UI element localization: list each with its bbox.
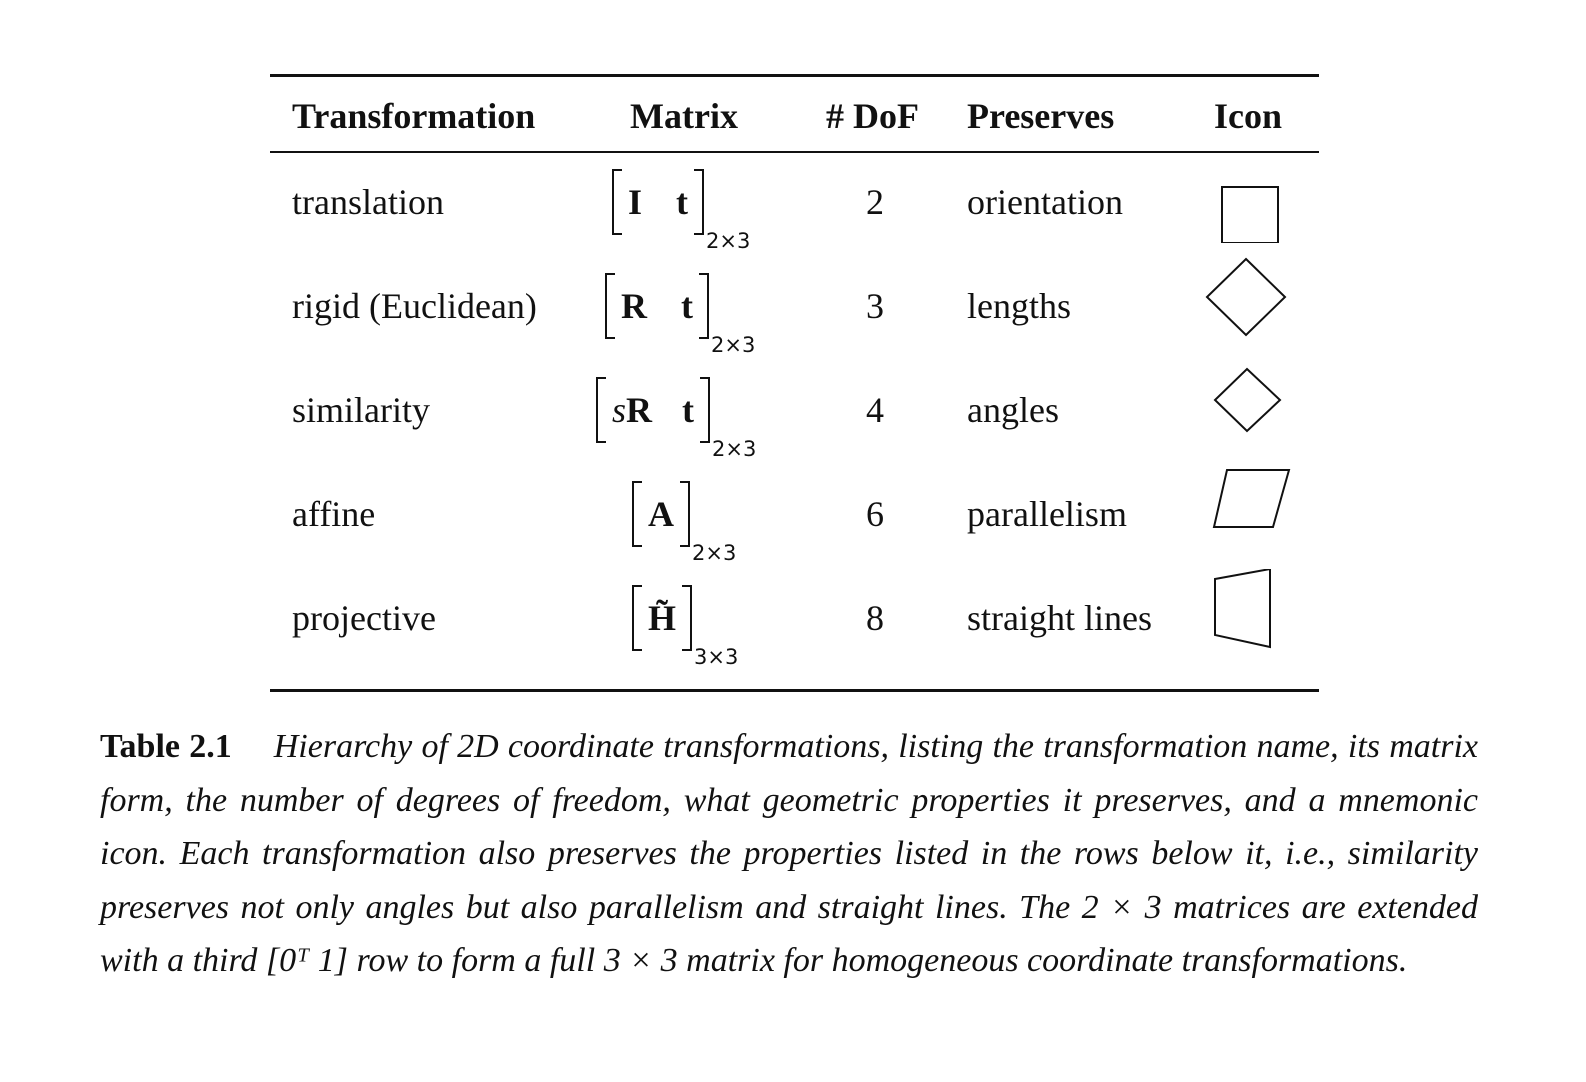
row-preserves: lengths [967,286,1071,326]
trapezoid-icon [1214,569,1271,649]
caption-label: Table 2.1 [100,728,232,765]
header-matrix: Matrix [630,96,738,136]
row-name: translation [292,182,444,222]
header-transformation: Transformation [292,96,536,136]
table-top-rule [270,74,1319,77]
small-rotated-square-icon [1213,367,1282,433]
table-header: Transformation Matrix # DoF Preserves Ic… [270,77,1319,151]
matrix-entry: I [628,182,643,222]
row-name: similarity [292,390,430,430]
row-preserves: straight lines [967,598,1152,638]
matrix-size: 2×3 [711,333,756,357]
matrix-entry: t [681,286,693,326]
matrix-entry: A [648,494,674,534]
matrix-size: 2×3 [706,229,751,253]
matrix-entry: R [621,286,647,326]
table-bottom-rule [270,689,1319,692]
matrix-entry: t [682,390,695,430]
row-preserves: angles [967,390,1059,430]
table-row: affine A 2×3 6 parallelism [270,465,1319,569]
matrix-size: 3×3 [694,645,739,669]
row-name: rigid (Euclidean) [292,286,537,326]
parallelogram-icon [1212,469,1291,528]
table-row: projective H̃ 3×3 8 straight lines [270,569,1319,673]
matrix-entry: H̃ [648,598,677,638]
row-dof: 3 [866,286,884,326]
header-preserves: Preserves [967,96,1115,136]
row-dof: 4 [866,390,884,430]
matrix-entry: R [626,390,653,430]
matrix-size: 2×3 [712,437,757,461]
rotated-square-icon [1205,257,1287,337]
matrix-entry: t [676,182,689,222]
caption-text: Hierarchy of 2D coordinate transformatio… [100,728,1478,979]
matrix-entry: s [612,390,627,430]
row-name: projective [292,598,436,638]
matrix-size: 2×3 [692,541,737,565]
row-dof: 6 [866,494,884,534]
matrix-cell: A 2×3 [632,479,736,565]
row-name: affine [292,494,376,534]
row-dof: 2 [866,182,884,222]
header-dof: # DoF [826,96,919,136]
table-header-rule [270,151,1319,153]
header-icon: Icon [1214,96,1283,136]
transformations-table: Transformation Matrix # DoF Preserves Ic… [270,74,1319,692]
matrix-cell: H̃ 3×3 [632,583,738,669]
row-preserves: parallelism [967,494,1127,534]
row-preserves: orientation [967,182,1123,222]
row-dof: 8 [866,598,884,638]
square-icon [1221,186,1279,243]
